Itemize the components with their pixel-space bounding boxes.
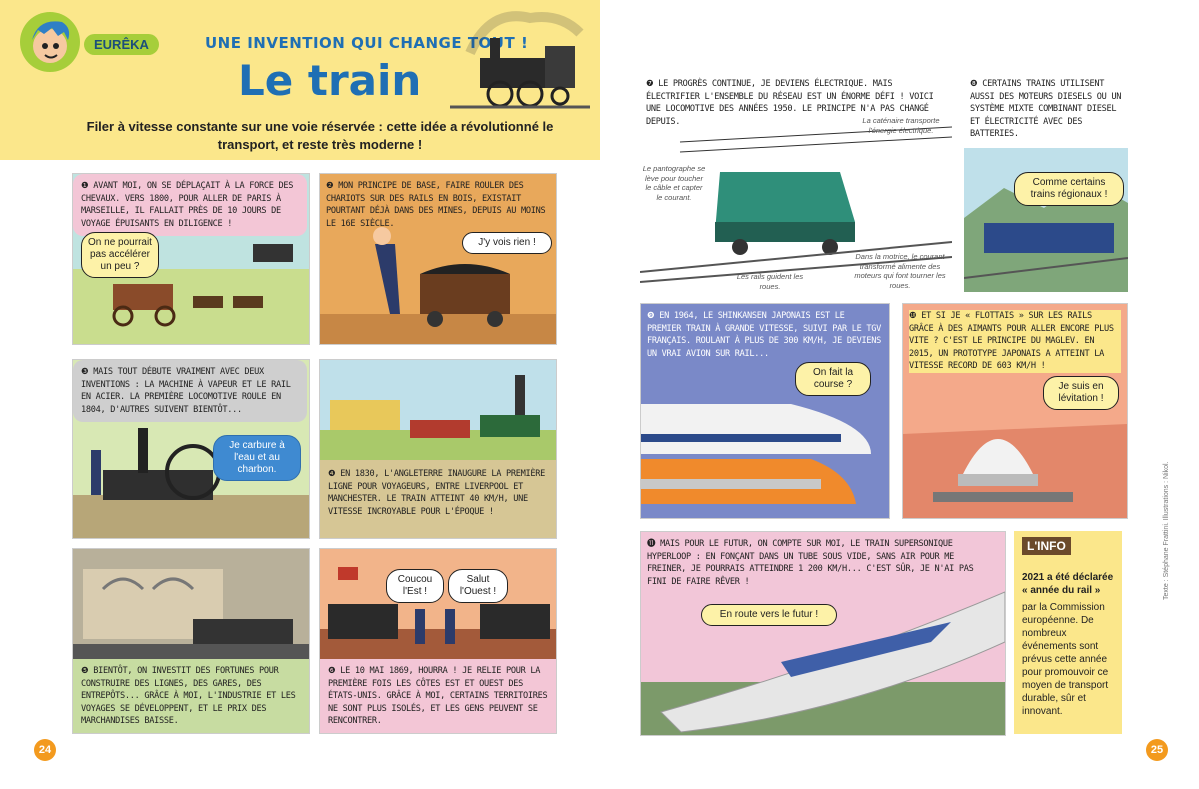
diesel-train-illustration [964, 148, 1128, 292]
panel-10-bubble: Je suis en lévitation ! [1043, 376, 1119, 410]
railway-station-illustration [73, 549, 309, 659]
panel-8: ❽ Certains trains utilisent aussi des mo… [964, 72, 1128, 294]
passenger-train-illustration [320, 360, 556, 460]
high-speed-train-illustration [641, 404, 871, 504]
note-rails: Les rails guident les roues. [736, 272, 804, 291]
panel-6-bubble-west: Salut l'Ouest ! [448, 569, 508, 603]
steam-locomotive-icon [450, 11, 590, 109]
stagecoach-illustration [73, 244, 309, 344]
page-number-left: 24 [34, 739, 56, 761]
panel-1-bubble: On ne pourrait pas accélérer un peu ? [81, 232, 159, 278]
electric-locomotive-illustration [640, 126, 952, 283]
panel-11: ⓫ Mais pour le futur, on compte sur moi,… [640, 531, 1006, 736]
panel-11-caption: ⓫ Mais pour le futur, on compte sur moi,… [647, 539, 974, 587]
note-motor: Dans la motrice, le courant transformé a… [854, 252, 946, 290]
note-catenary: La caténaire transporte l'énergie électr… [862, 116, 940, 135]
page-number-right: 25 [1146, 739, 1168, 761]
credit: Texte : Stéphane Frattini. Illustrations… [1163, 461, 1170, 600]
golden-spike-illustration [320, 549, 556, 659]
panel-8-bubble: Comme certains trains régionaux ! [1014, 172, 1124, 206]
header: EURÊKA UNE INVENTION QUI CHANGE TOUT ! L… [0, 0, 600, 160]
panel-7: ❼ Le progrès continue, je deviens électr… [640, 72, 952, 294]
info-box: L'INFO 2021 a été déclarée « année du ra… [1014, 531, 1122, 734]
hyperloop-illustration [641, 591, 1005, 735]
info-text: par la Commission européenne. De nombreu… [1022, 602, 1109, 717]
kicker: UNE INVENTION QUI CHANGE TOUT ! [205, 34, 529, 52]
early-locomotive-illustration [73, 428, 309, 538]
panel-6-bubble-east: Coucou l'Est ! [386, 569, 444, 603]
eureka-badge: EURÊKA [84, 34, 159, 55]
subtitle: Filer à vitesse constante sur une voie r… [86, 119, 554, 152]
panel-8-caption: ❽ Certains trains utilisent aussi des mo… [970, 79, 1122, 139]
panel-3-bubble: Je carbure à l'eau et au charbon. [213, 435, 301, 481]
panel-1: ❶ Avant moi, on se déplaçait à la force … [72, 173, 310, 345]
panel-4-caption: ❹ En 1830, l'Angleterre inaugure la prem… [328, 469, 545, 517]
panel-3-caption: ❸ Mais tout débute vraiment avec deux in… [73, 360, 307, 422]
mine-cart-illustration [320, 227, 556, 344]
panel-3: ❸ Mais tout débute vraiment avec deux in… [72, 359, 310, 539]
panel-6-caption: ❻ Le 10 mai 1869, hourra ! Je relie pour… [328, 666, 548, 726]
page-title: Le train [238, 56, 422, 105]
left-page: EURÊKA UNE INVENTION QUI CHANGE TOUT ! L… [0, 0, 600, 761]
panel-9-bubble: On fait la course ? [795, 362, 871, 396]
panel-9-caption: ❾ En 1964, le Shinkansen japonais est le… [647, 311, 881, 359]
panel-4: ❹ En 1830, l'Angleterre inaugure la prem… [319, 359, 557, 539]
panel-11-bubble: En route vers le futur ! [701, 604, 837, 626]
info-tag: L'INFO [1022, 537, 1071, 555]
maglev-train-illustration [903, 424, 1127, 518]
panel-10: ❿ Et si je « flottais » sur les rails gr… [902, 303, 1128, 519]
panel-2-bubble: J'y vois rien ! [462, 232, 552, 254]
panel-5-caption: ❺ Bientôt, on investit des fortunes pour… [81, 666, 296, 726]
mascot-icon [20, 12, 80, 72]
panel-6: Coucou l'Est ! Salut l'Ouest ! ❻ Le 10 m… [319, 548, 557, 734]
panel-5: ❺ Bientôt, on investit des fortunes pour… [72, 548, 310, 734]
panel-10-caption: ❿ Et si je « flottais » sur les rails gr… [909, 310, 1121, 373]
right-page: ❼ Le progrès continue, je deviens électr… [600, 0, 1199, 789]
panel-2-caption: ❷ Mon principe de base, faire rouler des… [326, 181, 546, 229]
panel-1-caption: ❶ Avant moi, on se déplaçait à la force … [73, 174, 307, 236]
panel-7-caption: ❼ Le progrès continue, je deviens électr… [646, 79, 934, 127]
info-bold: 2021 a été déclarée « année du rail » [1022, 572, 1114, 596]
panel-9: ❾ En 1964, le Shinkansen japonais est le… [640, 303, 890, 519]
note-pantograph: Le pantographe se lève pour toucher le c… [642, 164, 706, 202]
panel-2: ❷ Mon principe de base, faire rouler des… [319, 173, 557, 345]
